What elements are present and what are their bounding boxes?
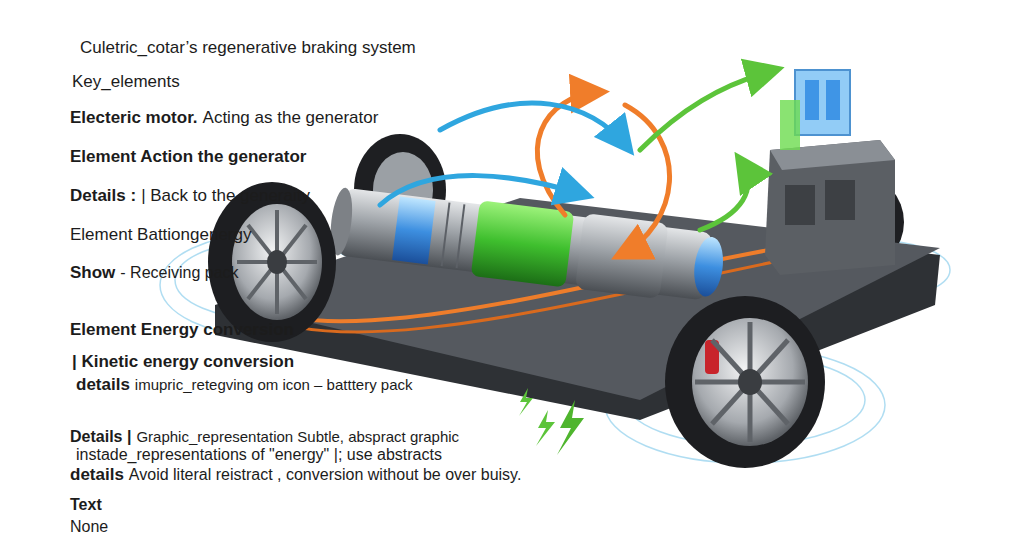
lightning-bolt [519,388,533,416]
battery-cell [805,80,819,120]
annotation-text: Details : [70,186,136,206]
motor-housing [337,188,713,301]
annotation-text: Electeric motor. [70,108,198,128]
text-row: Element Energy conversion [70,320,294,340]
spoke [712,340,788,424]
battery-pack [765,140,895,275]
text-row: Element Action the generator [70,147,306,167]
annotation-text: | Kinetic energy conversion [72,352,294,372]
motor-rotor [471,200,575,287]
annotation-text: Element Energy conversion [70,320,294,340]
motor-ridge [442,203,450,267]
motor-ridge [457,204,465,268]
battery-module [795,70,850,135]
diagram-title: Culetric_cotar’s regenerative braking sy… [80,38,416,58]
annotation-text: | Back to the generaity [141,186,310,206]
energy-arrow [380,176,585,205]
text-row: Culetric_cotar’s regenerative braking sy… [80,38,416,58]
text-row: None [70,518,108,536]
battery-cell [825,180,855,220]
text-row: Text [70,496,102,514]
spoke [712,340,788,424]
annotation-text: None [70,518,108,536]
annotation-text: Element Battiongenergy [70,225,251,245]
energy-arrow [640,70,775,150]
motor-coil [392,197,436,265]
annotation-text: Element Action the generator [70,147,306,167]
text-row: Show - Receiving pack [70,263,239,283]
annotation-text: - Receiving pack [120,264,238,282]
front-left-rim [232,204,322,320]
annotation-text: Graphic_representation Subtle, abspract … [136,428,459,445]
text-row: Electeric motor.Acting as the generator [70,108,378,128]
battery-cell [785,185,815,225]
wheel-hub [738,369,762,395]
wheel-spokes [695,322,805,442]
annotation-text: details [70,465,124,485]
front-left-tire [208,182,336,342]
annotation-text: imupric_retegving om icon – batttery pac… [135,376,413,393]
front-right-tire [665,296,825,468]
energy-arrow [440,103,628,148]
annotation-text: instade_representations of "energy" |; u… [76,446,442,464]
lightning-bolt [536,410,555,446]
annotation-text: Details | [70,428,131,446]
text-row: Key_elements [72,72,180,92]
annotation-text: Text [70,496,102,514]
energy-arrows [380,70,775,255]
wheel-hub [267,250,287,274]
energy-arrow [700,160,748,230]
text-row: Details | Graphic_representation Subtle, … [70,428,459,446]
motor-end-cap [691,235,726,298]
lightning-bolt [557,400,584,455]
annotation-text: Avoid literal reistract , conversion wit… [129,466,521,484]
annotation-text: details [76,375,130,395]
spoke [248,225,306,299]
annotation-text: Show [70,263,115,283]
text-row: Element Battiongenergy [70,225,251,245]
spoke [248,225,306,299]
battery-cell [826,80,840,120]
annotation-text: Acting as the generator [203,108,379,128]
text-row: details Avoid literal reistract , convers… [70,465,521,485]
text-row: Details :| Back to the generaity [70,186,310,206]
front-right-rim [692,318,808,446]
annotation-text: Key_elements [72,72,180,92]
text-row: instade_representations of "energy" |; u… [76,446,442,464]
text-row: details imupric_retegving om icon – battt… [76,375,413,395]
text-row: | Kinetic energy conversion [72,352,294,372]
battery-glow [780,100,800,150]
